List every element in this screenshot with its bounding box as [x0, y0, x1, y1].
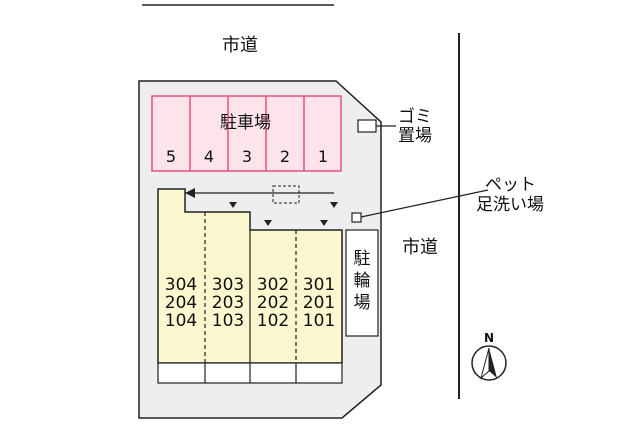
unit-number: 104	[164, 311, 198, 331]
trash-area-box	[357, 119, 377, 133]
bicycle-parking-box	[345, 229, 379, 337]
unit-number: 202	[256, 293, 290, 313]
unit-number: 101	[302, 311, 336, 331]
parking-stall-number: 4	[203, 147, 215, 166]
trash-area-label: ゴミ 置場	[398, 108, 432, 146]
unit-number: 302	[256, 275, 290, 295]
unit-column: 302 202 102	[250, 276, 296, 330]
entry-marker	[264, 220, 272, 226]
parking-stall-number: 1	[317, 147, 329, 166]
parking-lot	[151, 95, 342, 172]
unit-column: 303 203 103	[205, 276, 251, 330]
pet-wash-label-line1: ペット	[485, 175, 536, 195]
right-road-label: 市道	[402, 237, 438, 258]
unit-number: 102	[256, 311, 290, 331]
parking-area	[151, 95, 342, 172]
pet-wash-leader-line	[360, 189, 489, 218]
unit-number: 103	[211, 311, 245, 331]
unit-column: 304 204 104	[158, 276, 204, 330]
unit-number: 204	[164, 293, 198, 313]
unit-column: 301 201 101	[296, 276, 342, 330]
parking-stall-number: 2	[279, 147, 291, 166]
unit-number: 203	[211, 293, 245, 313]
unit-number: 301	[302, 275, 336, 295]
entry-marker	[330, 202, 338, 208]
bicycle-parking-label-char: 場	[353, 293, 371, 313]
top-road-label: 市道	[222, 35, 258, 56]
unit-number: 304	[164, 275, 198, 295]
bicycle-parking-label-char: 駐	[353, 249, 371, 269]
north-label: N	[484, 331, 495, 345]
pet-wash-label-line2: 足洗い場	[476, 195, 544, 215]
walkway	[185, 185, 338, 226]
north-compass-icon	[471, 345, 507, 381]
apartment-building	[157, 188, 343, 384]
parking-stall-number: 5	[165, 147, 177, 166]
entry-marker	[229, 202, 237, 208]
unit-number: 303	[211, 275, 245, 295]
trash-area-label-line1: ゴミ	[398, 107, 432, 127]
entry-marker	[320, 220, 328, 226]
parking-title: 駐車場	[220, 113, 271, 133]
trash-area-label-line2: 置場	[398, 126, 432, 146]
bicycle-parking-label-char: 輪	[353, 271, 371, 291]
parking-stall-number: 3	[241, 147, 253, 166]
pet-wash-box	[351, 212, 362, 223]
unit-number: 201	[302, 293, 336, 313]
bicycle-parking-label: 駐 輪 場	[347, 248, 377, 314]
